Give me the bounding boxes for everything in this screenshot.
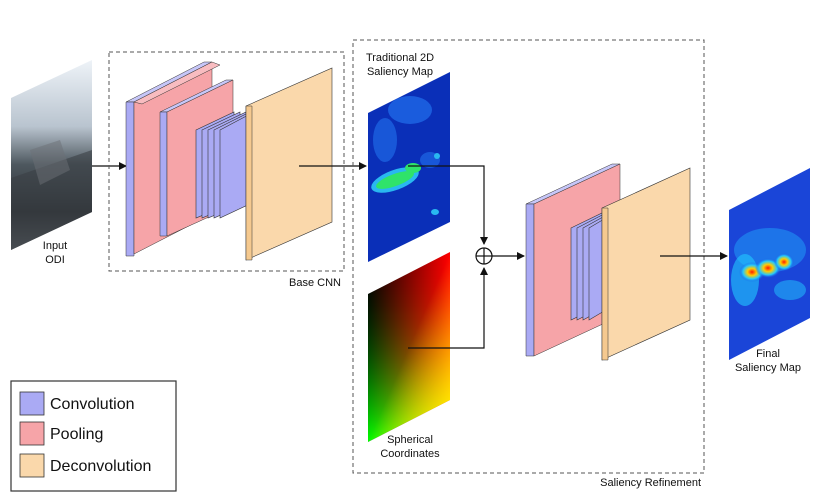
legend-swatch-deconvolution [19, 453, 45, 478]
refinement-cnn-layers [525, 163, 691, 361]
legend-item-convolution: Convolution [19, 391, 135, 416]
legend-label-deconvolution: Deconvolution [50, 458, 151, 475]
legend-item-pooling: Pooling [19, 421, 103, 446]
input-label-line2: ODI [45, 254, 65, 266]
input-odi-image [11, 60, 92, 250]
traditional-2d-saliency-map [368, 72, 450, 262]
connector-saliency-to-concat [408, 165, 488, 245]
legend-swatch-convolution [19, 391, 45, 416]
trad-map-label-line2: Saliency Map [367, 66, 433, 78]
final-label-line1: Final [756, 348, 780, 360]
spherical-coordinates-map [368, 252, 450, 442]
trad-map-label-line1: Traditional 2D [366, 52, 434, 64]
saliency-refinement-label: Saliency Refinement [600, 477, 701, 489]
legend-label-pooling: Pooling [50, 426, 103, 443]
final-saliency-map [729, 168, 810, 360]
legend-label-convolution: Convolution [50, 396, 135, 413]
base-cnn-box [108, 51, 345, 272]
concat-operator-icon [475, 247, 493, 265]
input-label-line1: Input [43, 240, 67, 252]
base-cnn-layers [125, 61, 333, 261]
connector-spherical-to-concat [408, 267, 488, 349]
legend: Convolution Pooling Deconvolution [10, 380, 177, 492]
final-label-line2: Saliency Map [735, 362, 801, 374]
legend-swatch-pooling [19, 421, 45, 446]
spherical-label-line1: Spherical [387, 434, 433, 446]
legend-item-deconvolution: Deconvolution [19, 453, 151, 478]
base-cnn-label: Base CNN [289, 277, 341, 289]
spherical-label-line2: Coordinates [380, 448, 440, 460]
